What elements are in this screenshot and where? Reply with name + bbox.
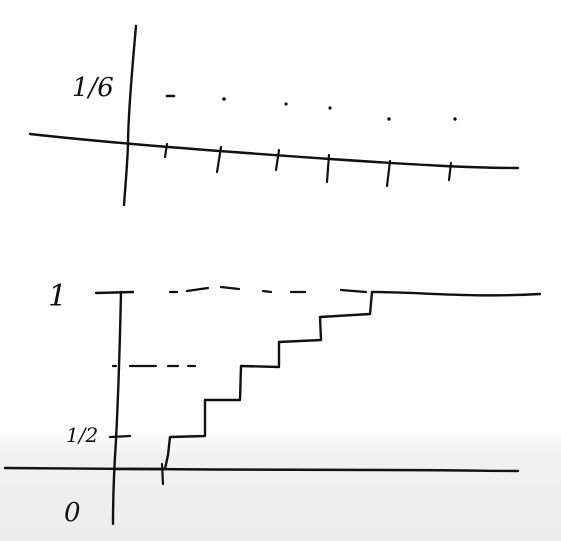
pmf-tick-5 xyxy=(385,159,392,188)
cdf-x-tick xyxy=(160,462,165,486)
cdf-staircase xyxy=(114,290,542,471)
dash-2 xyxy=(185,286,210,293)
pmf-tick-2 xyxy=(215,145,223,174)
pmf-y-axis xyxy=(122,24,138,207)
dash-3 xyxy=(219,285,241,291)
cdf-x-axis xyxy=(3,466,520,473)
cdf-label-zero: 0 xyxy=(64,498,81,528)
pmf-y-label: 1/6 xyxy=(72,73,114,103)
cdf-y-axis xyxy=(111,290,123,526)
pmf-point-2 xyxy=(222,97,226,101)
pmf-x-axis xyxy=(28,132,520,170)
pmf-points xyxy=(165,94,457,121)
pmf-tick-1 xyxy=(163,142,169,159)
dash-6 xyxy=(339,288,368,294)
cdf-y-cap xyxy=(94,290,135,295)
pmf-tick-4 xyxy=(325,153,331,184)
pmf-tick-6 xyxy=(447,161,453,182)
cdf-plot: 1 1/2 0 xyxy=(3,279,542,528)
cdf-label-half: 1/2 xyxy=(66,423,98,447)
pmf-plot: 1/6 xyxy=(28,24,520,207)
pmf-point-6 xyxy=(453,117,457,121)
pmf-tick-3 xyxy=(274,148,281,172)
cdf-dashed-one xyxy=(168,285,368,294)
pmf-point-3 xyxy=(284,102,288,106)
pmf-point-5 xyxy=(387,117,391,121)
pmf-point-4 xyxy=(328,106,332,110)
cdf-label-one: 1 xyxy=(48,279,67,314)
cdf-tick-half xyxy=(108,434,132,439)
dash-4 xyxy=(261,289,273,294)
pmf-ticks xyxy=(163,142,453,188)
